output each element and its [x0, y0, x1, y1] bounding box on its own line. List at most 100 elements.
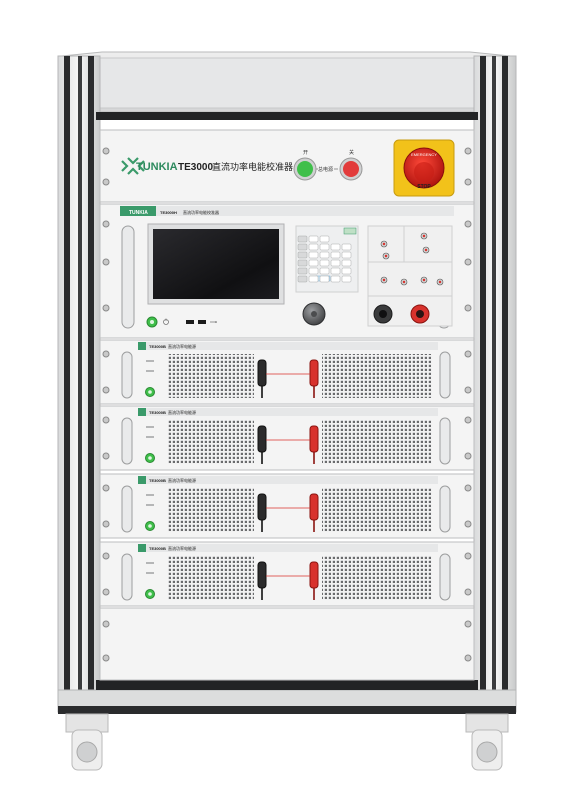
keypad-key[interactable]: [297, 251, 308, 259]
usb-port[interactable]: [198, 320, 206, 324]
brand-name: TUNKIA: [136, 161, 178, 173]
banana-jack[interactable]: [382, 252, 390, 260]
module-right-handle[interactable]: [439, 417, 451, 465]
vent-grille-right: [322, 556, 432, 600]
banana-jack[interactable]: [400, 278, 408, 286]
keypad-key[interactable]: [319, 259, 330, 267]
output-terminal-black[interactable]: [373, 304, 393, 324]
standby-button[interactable]: [146, 316, 158, 328]
usb-port[interactable]: [186, 320, 194, 324]
indicator-led: [146, 426, 154, 428]
keypad-key[interactable]: [341, 259, 352, 267]
keypad-key[interactable]: [308, 275, 319, 283]
keypad-key[interactable]: [330, 259, 341, 267]
module-model: TE3000B: [149, 478, 166, 483]
off-label: 关: [349, 149, 354, 156]
left-caster: [65, 713, 109, 771]
power-on-button[interactable]: [293, 157, 317, 181]
cabinet-frame: [57, 51, 517, 714]
controller-logo-badge: [120, 206, 156, 216]
keypad-key[interactable]: [297, 267, 308, 275]
keypad-key[interactable]: [297, 243, 308, 251]
indicator-led: [146, 562, 154, 564]
module-left-handle[interactable]: [121, 417, 133, 465]
brand-model: TE3000: [178, 162, 213, 173]
keypad-key[interactable]: [330, 251, 341, 259]
emergency-stop-button[interactable]: [393, 139, 455, 197]
module-power-button[interactable]: [145, 387, 155, 397]
module-left-handle[interactable]: [121, 351, 133, 399]
keypad-key[interactable]: [341, 275, 352, 283]
rotary-encoder-knob[interactable]: [302, 302, 326, 326]
module-terminal-black[interactable]: [257, 425, 267, 464]
keypad-key[interactable]: [297, 259, 308, 267]
keypad-key[interactable]: [341, 267, 352, 275]
module-right-handle[interactable]: [439, 553, 451, 601]
keypad-key[interactable]: [341, 251, 352, 259]
module-logo-badge: [138, 342, 146, 350]
module-terminal-red[interactable]: [309, 359, 319, 398]
left-handle[interactable]: [121, 225, 135, 329]
keypad-key[interactable]: [308, 267, 319, 275]
module-title: 直流功率电能源: [168, 477, 196, 483]
power-off-button[interactable]: [339, 157, 363, 181]
module-power-button[interactable]: [145, 453, 155, 463]
keypad-key[interactable]: [297, 275, 308, 283]
vent-grille-left: [168, 488, 254, 532]
indicator-led: [146, 494, 154, 496]
controller-title: 直流功率电能校准器: [183, 209, 219, 215]
indicator-led: [146, 572, 154, 574]
keypad-key[interactable]: [319, 267, 330, 275]
module-logo-badge: [138, 544, 146, 552]
power-label: 总电源: [318, 166, 333, 173]
module-model: TE3000B: [149, 546, 166, 551]
banana-jack[interactable]: [380, 276, 388, 284]
module-logo-badge: [138, 476, 146, 484]
module-title: 直流功率电能源: [168, 343, 196, 349]
module-model: TE3000B: [149, 344, 166, 349]
module-left-handle[interactable]: [121, 553, 133, 601]
banana-jack[interactable]: [380, 240, 388, 248]
module-power-button[interactable]: [145, 521, 155, 531]
keypad-key[interactable]: [308, 235, 319, 243]
keypad-key[interactable]: [341, 243, 352, 251]
module-right-handle[interactable]: [439, 351, 451, 399]
module-logo-badge: [138, 408, 146, 416]
keypad-key[interactable]: [308, 251, 319, 259]
keypad-key[interactable]: [319, 243, 330, 251]
module-terminal-black[interactable]: [257, 561, 267, 600]
module-terminal-red[interactable]: [309, 425, 319, 464]
keypad-key[interactable]: [308, 259, 319, 267]
module-terminal-red[interactable]: [309, 493, 319, 532]
banana-jack[interactable]: [420, 276, 428, 284]
controller-model: TE3000H: [160, 210, 177, 215]
keypad-keys: [297, 235, 352, 283]
touch-screen[interactable]: [153, 229, 279, 299]
indicator-led: [146, 504, 154, 506]
keypad-key[interactable]: [319, 275, 330, 283]
keypad-key[interactable]: [330, 243, 341, 251]
module-left-handle[interactable]: [121, 485, 133, 533]
banana-jack[interactable]: [422, 246, 430, 254]
indicator-led: [146, 360, 154, 362]
banana-jack[interactable]: [436, 278, 444, 286]
keypad-key[interactable]: [330, 275, 341, 283]
module-model: TE3000B: [149, 410, 166, 415]
tunkia-logo-icon: [121, 157, 145, 175]
module-terminal-black[interactable]: [257, 493, 267, 532]
vent-grille-left: [168, 354, 254, 398]
keypad-key[interactable]: [308, 243, 319, 251]
output-terminal-red[interactable]: [410, 304, 430, 324]
indicator-led: [146, 370, 154, 372]
module-right-handle[interactable]: [439, 485, 451, 533]
module-power-button[interactable]: [145, 589, 155, 599]
keypad-key[interactable]: [330, 267, 341, 275]
module-terminal-black[interactable]: [257, 359, 267, 398]
keypad-key[interactable]: [319, 235, 330, 243]
banana-jack[interactable]: [420, 232, 428, 240]
module-terminal-red[interactable]: [309, 561, 319, 600]
keypad-key[interactable]: [319, 251, 330, 259]
keypad-key[interactable]: [297, 235, 308, 243]
